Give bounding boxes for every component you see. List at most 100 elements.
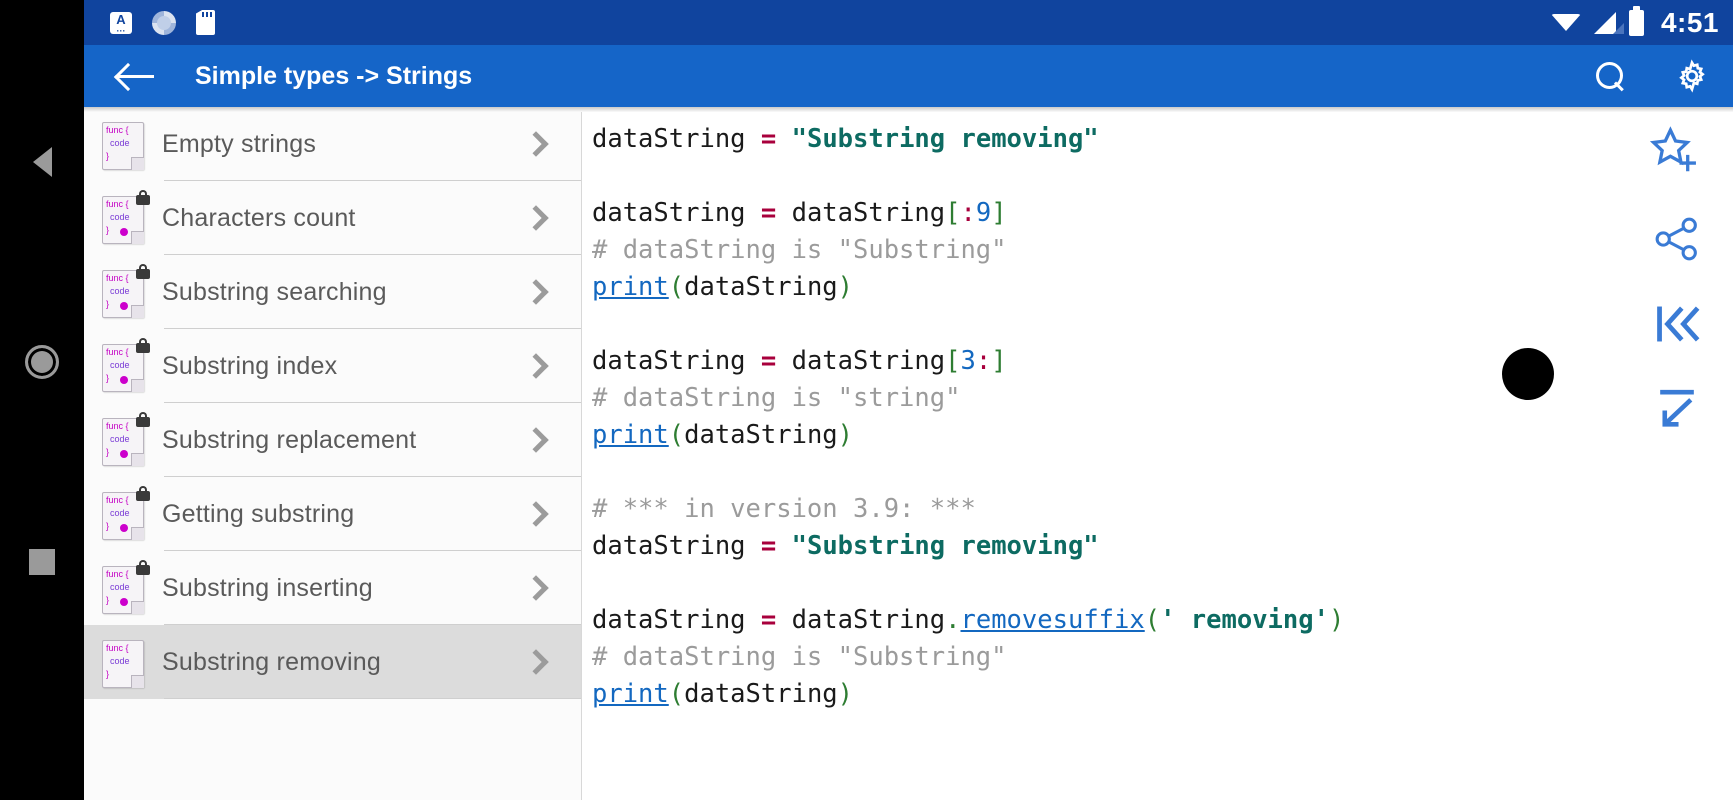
code-token: dataString	[592, 198, 761, 228]
add-to-favorites-icon[interactable]	[1645, 122, 1709, 186]
list-divider	[164, 624, 581, 625]
code-token: dataString	[684, 272, 838, 302]
page-title: Simple types -> Strings	[195, 61, 473, 90]
list-item-label: Substring index	[162, 351, 338, 380]
code-token: [	[945, 346, 961, 376]
sync-spinner-icon	[152, 10, 176, 35]
list-item-label: Characters count	[162, 203, 356, 232]
list-item[interactable]: func {code} Empty strings	[84, 107, 581, 181]
code-token: # dataString is "Substring"	[592, 642, 1007, 672]
list-item[interactable]: func {code} Substring inserting	[84, 551, 581, 625]
code-snippet-icon: func {code}	[102, 636, 146, 688]
lock-icon	[136, 190, 150, 205]
app-bar-actions	[1595, 59, 1709, 93]
code-token: [	[945, 198, 961, 228]
nav-home-button[interactable]	[0, 320, 84, 404]
list-item[interactable]: func {code}Getting substring	[84, 477, 581, 551]
code-token: dataString	[776, 198, 946, 228]
code-snippet-icon: func {code}	[102, 560, 150, 614]
list-item[interactable]: func {code} Substring searching	[84, 255, 581, 329]
chevron-right-icon[interactable]	[513, 551, 559, 625]
code-token: .	[945, 605, 961, 635]
code-token: # *** in version 3.9: ***	[592, 494, 976, 524]
code-token: :	[960, 198, 976, 228]
code-token: dataString	[684, 679, 838, 709]
chevron-right-icon[interactable]	[513, 181, 559, 255]
list-item[interactable]: func {code}Substring replacement	[84, 403, 581, 477]
code-token	[776, 531, 791, 561]
list-divider	[164, 328, 581, 329]
chevron-right-icon[interactable]	[513, 625, 559, 699]
unread-dot-icon	[120, 598, 128, 606]
unread-dot-icon	[120, 524, 128, 532]
app-bar: Simple types -> Strings	[84, 45, 1733, 107]
code-token: "Substring removing"	[791, 531, 1099, 561]
list-item-label: Substring searching	[162, 277, 387, 306]
wifi-icon	[1550, 14, 1581, 31]
code-token: dataString	[592, 124, 761, 154]
chevron-right-icon[interactable]	[513, 403, 559, 477]
code-token: :	[975, 346, 992, 376]
list-item[interactable]: func {code} Substring index	[84, 329, 581, 403]
code-token: 9	[975, 198, 992, 228]
nav-back-button[interactable]	[0, 120, 84, 204]
code-token: ]	[991, 198, 1007, 228]
jump-to-bottom-icon[interactable]	[1645, 377, 1709, 441]
chevron-right-icon[interactable]	[513, 255, 559, 329]
code-snippet-icon: func {code}	[102, 118, 146, 170]
code-snippet-icon: func {code}	[102, 486, 150, 540]
code-token: )	[837, 679, 854, 709]
arrow-left-icon[interactable]	[114, 56, 160, 96]
list-item-label: Substring inserting	[162, 573, 373, 602]
code-token[interactable]: print	[592, 679, 669, 709]
search-icon[interactable]	[1595, 61, 1625, 91]
code-snippet-icon: func {code}	[102, 264, 150, 318]
unread-dot-icon	[120, 302, 128, 310]
code-token: # dataString is "Substring"	[592, 235, 1007, 265]
status-right-icons: 4:51	[1550, 5, 1719, 39]
code-block: dataString = "Substring removing" dataSt…	[582, 107, 1733, 713]
code-token: dataString	[592, 346, 761, 376]
skip-to-first-icon[interactable]	[1645, 292, 1709, 356]
code-token: (	[1144, 605, 1161, 635]
list-divider	[164, 698, 581, 699]
back-triangle-icon	[32, 147, 52, 177]
list-item[interactable]: func {code} Substring removing	[84, 625, 581, 699]
list-divider	[164, 476, 581, 477]
lock-icon	[136, 560, 150, 575]
chevron-right-icon[interactable]	[513, 107, 559, 181]
chevron-right-icon[interactable]	[513, 329, 559, 403]
gear-icon[interactable]	[1675, 59, 1709, 93]
list-item[interactable]: func {code}Characters count	[84, 181, 581, 255]
lock-icon	[136, 486, 150, 501]
tool-rail	[1620, 107, 1733, 800]
status-bar: A 4:51	[84, 0, 1733, 45]
chevron-right-icon[interactable]	[513, 477, 559, 551]
code-token: dataString	[776, 605, 946, 635]
home-circle-icon	[25, 345, 59, 379]
code-token	[776, 124, 791, 154]
unread-dot-icon	[120, 376, 128, 384]
code-token: dataString	[592, 605, 761, 635]
recents-square-icon	[29, 549, 55, 575]
list-item-label: Empty strings	[162, 129, 317, 158]
code-token: dataString	[684, 420, 838, 450]
code-snippet-icon: func {code}	[102, 338, 150, 392]
status-clock: 4:51	[1660, 6, 1719, 38]
keyboard-indicator-icon: A	[110, 11, 132, 35]
code-token[interactable]: print	[592, 420, 669, 450]
lock-icon	[136, 338, 150, 353]
sd-card-icon	[196, 10, 215, 35]
share-icon[interactable]	[1645, 207, 1709, 271]
code-token[interactable]: removesuffix	[960, 605, 1145, 635]
code-token[interactable]: print	[592, 272, 669, 302]
unread-dot-icon	[120, 450, 128, 458]
list-item-label: Substring removing	[162, 647, 381, 676]
code-token: (	[668, 420, 685, 450]
code-panel[interactable]: dataString = "Substring removing" dataSt…	[581, 107, 1733, 800]
nav-recents-button[interactable]	[0, 520, 84, 604]
code-token: ' removing'	[1160, 605, 1329, 635]
